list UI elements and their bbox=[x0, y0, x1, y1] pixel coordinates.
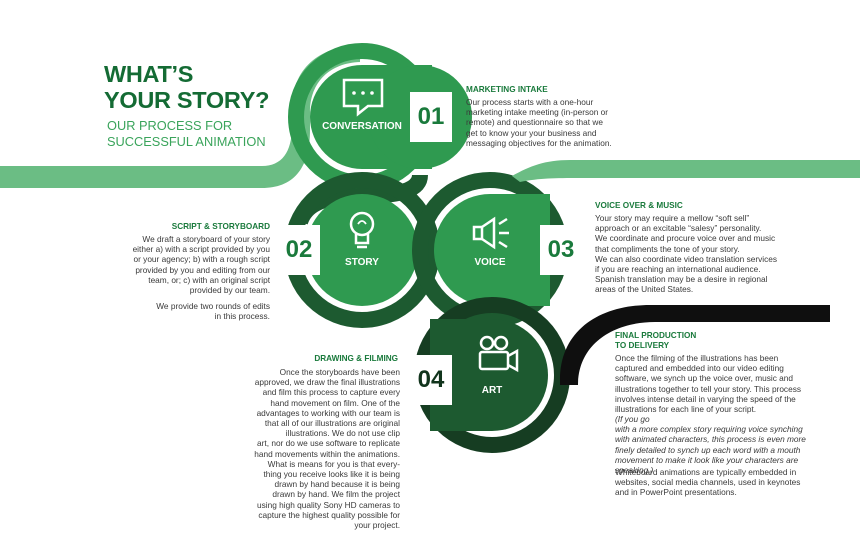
body-final-production-italic: (If you go with a more complex story req… bbox=[615, 414, 806, 476]
body-script-storyboard-edits: We provide two rounds of edits in this p… bbox=[156, 301, 270, 322]
label-story: STORY bbox=[345, 257, 379, 268]
heading-final-line-1: FINAL PRODUCTION bbox=[615, 331, 697, 340]
label-conversation: CONVERSATION bbox=[322, 121, 402, 132]
lightbulb-icon bbox=[349, 211, 375, 249]
subtitle-line-1: OUR PROCESS FOR bbox=[107, 118, 233, 133]
subtitle-line-2: SUCCESSFUL ANIMATION bbox=[107, 134, 266, 149]
ribbon-final bbox=[560, 305, 830, 385]
body-final-production-usage: Whiteboard animations are typically embe… bbox=[615, 467, 801, 498]
megaphone-icon bbox=[472, 216, 509, 250]
step-number-1: 01 bbox=[417, 103, 445, 130]
number-box-4 bbox=[410, 355, 452, 405]
body-drawing-filming: Once the storyboards have been approved,… bbox=[254, 367, 400, 531]
step-number-3: 03 bbox=[547, 236, 575, 263]
ribbon-light-right bbox=[512, 160, 860, 182]
heading-drawing-filming: DRAWING & FILMING bbox=[314, 354, 398, 363]
heading-final-production: FINAL PRODUCTION TO DELIVERY bbox=[615, 331, 696, 351]
title-line-2: YOUR STORY? bbox=[104, 87, 270, 113]
body-voice-over-music: Your story may require a mellow “soft se… bbox=[595, 213, 778, 295]
number-box-3 bbox=[540, 225, 582, 275]
disk-step-2 bbox=[306, 194, 418, 306]
body-marketing-intake: Our process starts with a one-hour marke… bbox=[466, 97, 612, 148]
heading-voice-over-music: VOICE OVER & MUSIC bbox=[595, 201, 683, 210]
label-voice: VOICE bbox=[474, 257, 506, 268]
title-line-1: WHAT’S bbox=[104, 61, 194, 87]
heading-marketing-intake: MARKETING INTAKE bbox=[466, 85, 548, 94]
number-box-2 bbox=[278, 225, 320, 275]
heading-script-storyboard: SCRIPT & STORYBOARD bbox=[171, 222, 270, 231]
body-script-storyboard: We draft a storyboard of your story eith… bbox=[132, 234, 270, 296]
number-box-1 bbox=[410, 92, 452, 142]
label-art: ART bbox=[481, 385, 503, 396]
step-number-4: 04 bbox=[417, 366, 445, 393]
speech-bubble-icon bbox=[342, 78, 384, 117]
page-subtitle: OUR PROCESS FOR SUCCESSFUL ANIMATION bbox=[107, 118, 266, 150]
page-title: WHAT’S YOUR STORY? bbox=[104, 61, 269, 113]
film-camera-icon bbox=[478, 335, 519, 373]
heading-final-line-2: TO DELIVERY bbox=[615, 341, 670, 350]
body-final-production: Once the filming of the illustrations ha… bbox=[615, 353, 801, 415]
step-number-2: 02 bbox=[285, 236, 313, 263]
